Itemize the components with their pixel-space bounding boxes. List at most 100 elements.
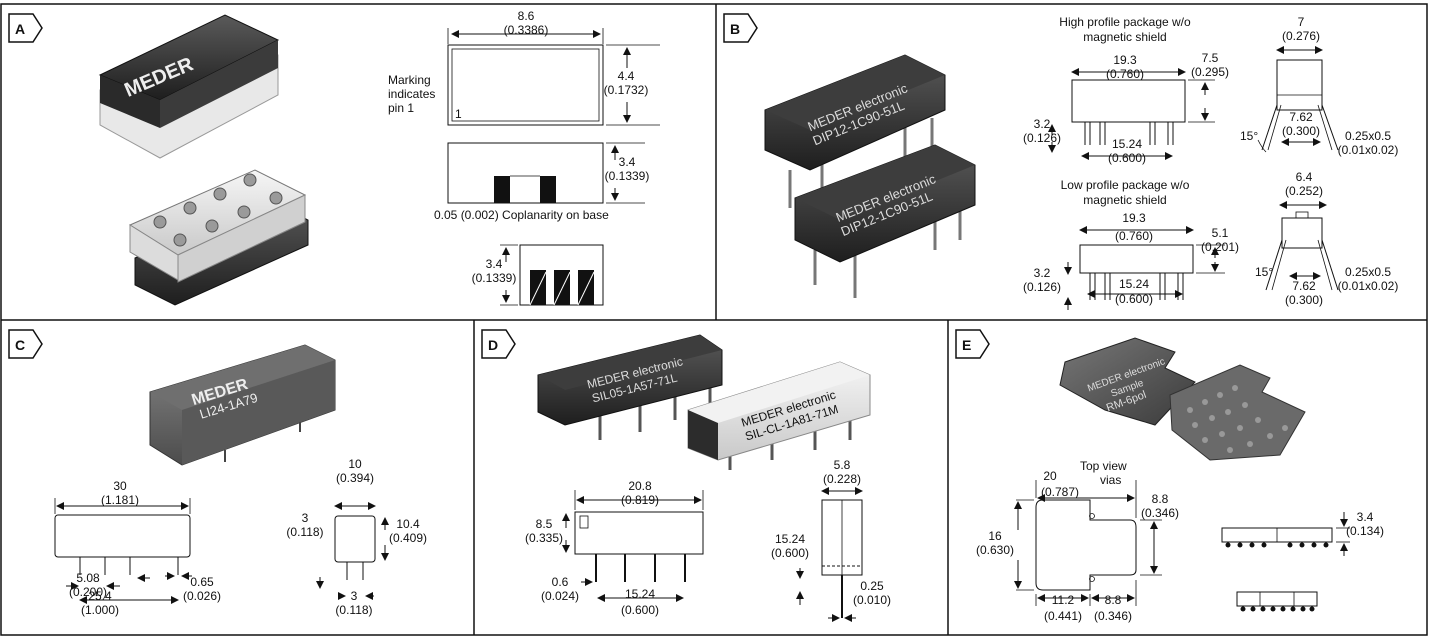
svg-text:15°: 15°: [1240, 129, 1258, 143]
svg-text:3: 3: [302, 511, 309, 525]
svg-text:(0.134): (0.134): [1346, 524, 1384, 538]
svg-text:(0.010): (0.010): [853, 593, 891, 607]
smd-side-view-2: [1236, 591, 1318, 612]
svg-text:11.2: 11.2: [1052, 593, 1075, 607]
svg-text:15.24: 15.24: [775, 532, 805, 546]
svg-text:30: 30: [113, 479, 127, 493]
svg-text:3.4: 3.4: [1357, 510, 1374, 524]
svg-text:(0.346): (0.346): [1094, 609, 1132, 623]
svg-text:(0.1732): (0.1732): [604, 83, 649, 97]
panel-badge-d: D: [481, 329, 516, 359]
svg-text:(0.201): (0.201): [1201, 240, 1239, 254]
svg-text:Marking: Marking: [388, 73, 431, 87]
svg-text:0.6: 0.6: [552, 575, 569, 589]
low-profile-title: Low profile package w/o: [1061, 178, 1190, 192]
relay-d-end-view: [821, 499, 863, 618]
svg-text:6.4: 6.4: [1296, 170, 1313, 184]
svg-text:(0.335): (0.335): [525, 531, 563, 545]
svg-text:4.4: 4.4: [618, 69, 635, 83]
svg-text:(0.126): (0.126): [1023, 131, 1061, 145]
svg-text:(0.819): (0.819): [621, 493, 659, 507]
low-profile-end-view: [1265, 211, 1339, 291]
svg-text:(0.600): (0.600): [621, 603, 659, 617]
svg-text:(0.346): (0.346): [1141, 506, 1179, 520]
svg-text:10.4: 10.4: [396, 517, 420, 531]
svg-text:7.62: 7.62: [1292, 279, 1316, 293]
high-profile-side-view: [1071, 79, 1186, 145]
svg-text:0.05 (0.002) Coplanarity on ba: 0.05 (0.002) Coplanarity on base: [434, 208, 609, 222]
panel-e: E MEDER electronic Sample RM-6pol Top vi…: [955, 329, 1384, 623]
svg-text:(1.181): (1.181): [101, 493, 139, 507]
svg-text:D: D: [488, 337, 498, 353]
svg-text:(0.760): (0.760): [1106, 67, 1144, 81]
relay-d-side-view: [574, 511, 704, 582]
svg-text:7.62: 7.62: [1289, 110, 1313, 124]
svg-text:(0.024): (0.024): [541, 589, 579, 603]
svg-text:19.3: 19.3: [1122, 211, 1146, 225]
relay-photo-top: MEDER: [98, 14, 280, 159]
svg-text:B: B: [730, 21, 740, 37]
svg-text:(0.787): (0.787): [1041, 485, 1079, 499]
svg-text:15°: 15°: [1255, 265, 1273, 279]
svg-text:(0.394): (0.394): [336, 471, 374, 485]
svg-text:vias: vias: [1100, 473, 1121, 487]
panel-badge-c: C: [8, 329, 43, 359]
svg-text:(0.118): (0.118): [335, 603, 372, 617]
svg-text:(0.3386): (0.3386): [504, 23, 549, 37]
svg-text:(0.118): (0.118): [286, 525, 323, 539]
smd-top-view-outline: [1035, 499, 1137, 591]
svg-text:5.8: 5.8: [834, 458, 851, 472]
svg-text:20.8: 20.8: [628, 479, 652, 493]
svg-text:3: 3: [351, 589, 358, 603]
svg-text:(0.409): (0.409): [389, 531, 427, 545]
side-view: [447, 142, 604, 204]
svg-text:(0.760): (0.760): [1115, 229, 1153, 243]
svg-text:15.24: 15.24: [1112, 137, 1142, 151]
relay-c-side-view: [54, 514, 191, 575]
svg-text:magnetic shield: magnetic shield: [1083, 193, 1166, 207]
svg-text:(0.228): (0.228): [823, 472, 861, 486]
svg-text:(0.300): (0.300): [1285, 293, 1323, 307]
dip-relay-photo-1: MEDER electronic DIP12-1C90-51L: [764, 54, 946, 210]
svg-text:(1.000): (1.000): [81, 603, 119, 617]
svg-text:0.25x0.5: 0.25x0.5: [1345, 265, 1391, 279]
smd-side-view-1: [1221, 527, 1333, 548]
high-profile-title: High profile package w/o: [1059, 15, 1191, 29]
relay-c-end-view: [334, 515, 376, 580]
svg-text:5.08: 5.08: [76, 571, 100, 585]
svg-text:(0.01x0.02): (0.01x0.02): [1338, 143, 1399, 157]
svg-text:magnetic shield: magnetic shield: [1083, 30, 1166, 44]
svg-text:16: 16: [988, 529, 1002, 543]
svg-text:(0.630): (0.630): [976, 543, 1014, 557]
svg-text:Top view: Top view: [1080, 459, 1127, 473]
reed-relay-photo-c: MEDER LI24-1A79: [149, 344, 336, 466]
panel-a: A MEDER 8.6 (0.3386): [8, 9, 660, 306]
svg-text:(0.01x0.02): (0.01x0.02): [1338, 279, 1399, 293]
panel-badge-a: A: [8, 13, 43, 43]
svg-text:(0.1339): (0.1339): [472, 271, 517, 285]
svg-text:19.3: 19.3: [1113, 53, 1137, 67]
svg-text:8.6: 8.6: [518, 9, 535, 23]
svg-text:indicates: indicates: [388, 87, 435, 101]
svg-text:15.24: 15.24: [1119, 277, 1149, 291]
svg-text:3.4: 3.4: [486, 257, 503, 271]
panel-frames: [0, 3, 1428, 636]
svg-text:A: A: [15, 21, 25, 37]
svg-text:(0.1339): (0.1339): [605, 169, 650, 183]
svg-text:15.24: 15.24: [625, 587, 655, 601]
svg-text:3.2: 3.2: [1034, 266, 1051, 280]
end-view: [519, 244, 604, 306]
smd-relay-photo-bottom: [1169, 364, 1306, 461]
svg-text:(0.600): (0.600): [1108, 151, 1146, 165]
panel-badge-e: E: [955, 329, 990, 359]
svg-text:(0.126): (0.126): [1023, 280, 1061, 294]
pin-1-mark: 1: [455, 107, 462, 121]
svg-text:E: E: [962, 337, 971, 353]
svg-text:5.1: 5.1: [1212, 226, 1229, 240]
svg-text:(0.276): (0.276): [1282, 29, 1320, 43]
relay-photo-bottom: [128, 169, 309, 306]
svg-text:20: 20: [1043, 469, 1057, 483]
panel-b: B MEDER electronic DIP12-1C90-51L MEDER …: [723, 13, 1399, 310]
svg-text:0.25: 0.25: [860, 579, 884, 593]
svg-text:(0.600): (0.600): [771, 546, 809, 560]
